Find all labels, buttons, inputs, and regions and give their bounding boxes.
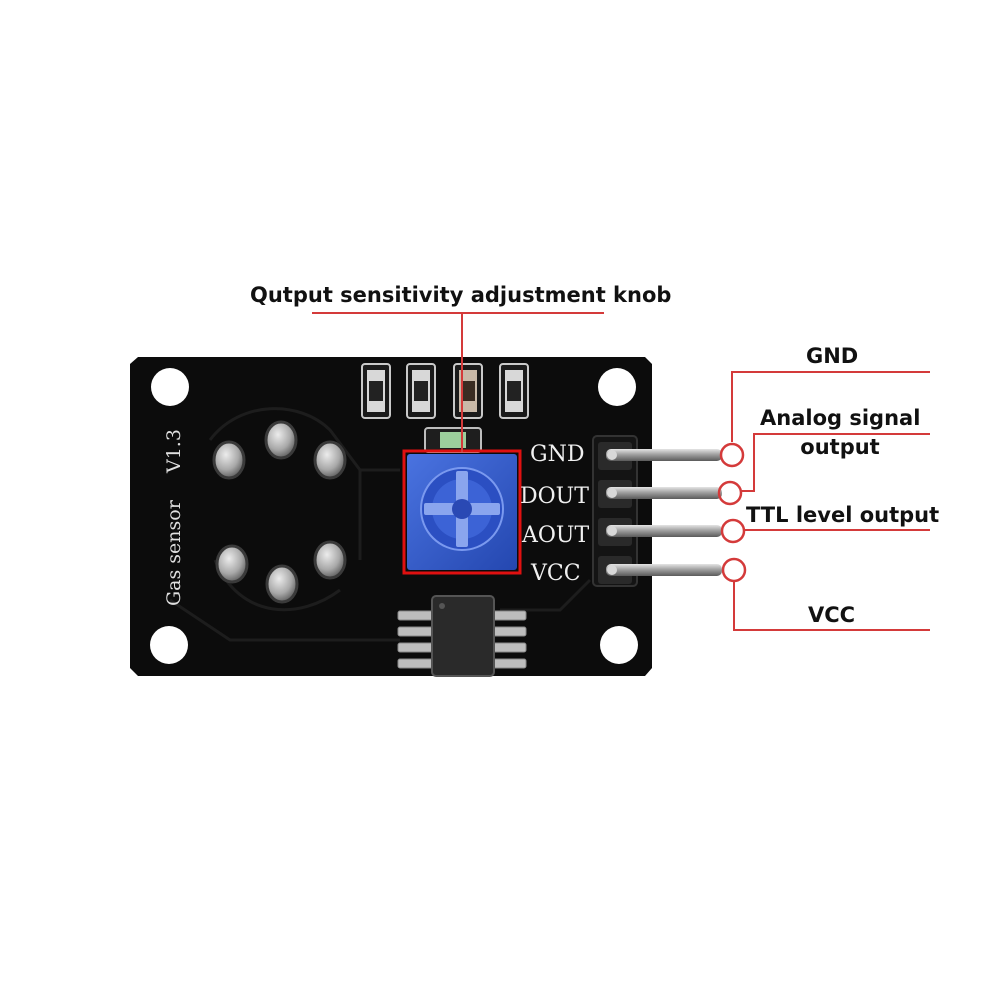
- analog-callout-line1: Analog signal: [760, 406, 921, 430]
- gnd-callout-label: GND: [806, 344, 859, 368]
- mounting-hole-icon: [150, 368, 638, 664]
- resistor-4: [499, 363, 529, 419]
- vcc-callout-label: VCC: [808, 603, 856, 627]
- pin-labels: GND DOUT AOUT VCC: [520, 442, 589, 586]
- pin-callout-rings: [717, 442, 747, 583]
- potentiometer-icon: [407, 454, 517, 570]
- pcb-board: [130, 357, 652, 676]
- resistor-2: [406, 363, 436, 419]
- silkscreen-version: V1.3: [163, 429, 185, 474]
- pin-label-dout: DOUT: [520, 484, 589, 509]
- resistor-1: [361, 363, 391, 419]
- analog-callout-label: Analog signal output: [760, 404, 920, 462]
- pin-label-aout: AOUT: [521, 523, 589, 548]
- silkscreen-title: Gas sensor: [163, 499, 185, 606]
- pin-label-gnd: GND: [530, 442, 584, 467]
- resistor-3: [453, 363, 483, 419]
- knob-callout-label: Qutput sensitivity adjustment knob: [250, 283, 672, 307]
- led-component: [424, 427, 482, 453]
- ttl-callout-label: TTL level output: [746, 503, 940, 527]
- analog-callout-line2: output: [800, 435, 880, 459]
- pin-label-vcc: VCC: [530, 561, 581, 586]
- sensor-pads: [212, 420, 347, 604]
- callout-lines: [312, 312, 930, 631]
- chip-icon: [397, 595, 527, 677]
- pin-header-icon: [592, 435, 722, 587]
